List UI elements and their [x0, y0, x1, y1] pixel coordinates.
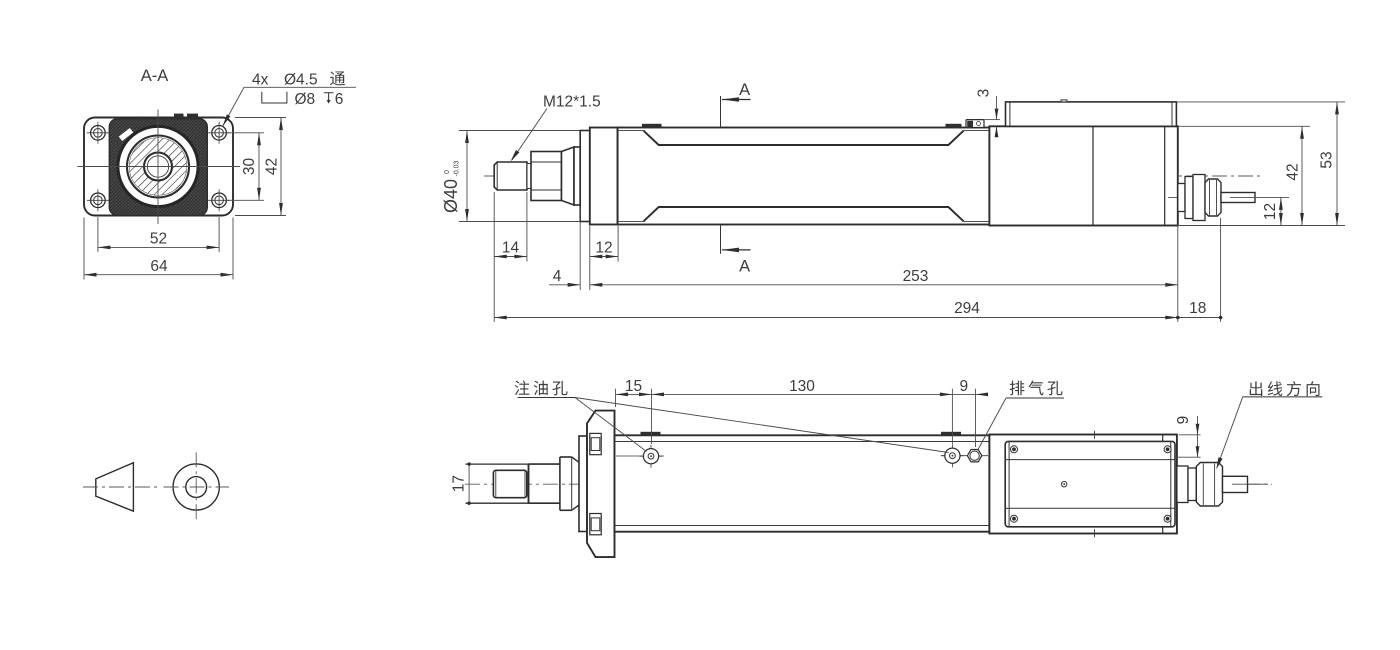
cover-screws: [1010, 445, 1172, 523]
sensor-rail-tab: [174, 113, 184, 120]
dim-oil-hole-offset: 15: [625, 378, 642, 395]
dim-flange-height: 42: [235, 117, 286, 216]
hole-count: 4x: [252, 71, 269, 88]
sensor-tab: [941, 431, 961, 436]
sensor-switch: [965, 118, 985, 129]
svg-text:0: 0: [444, 170, 451, 174]
counterbore-icon: [261, 91, 288, 104]
rod-section-hatch-ring: [129, 137, 187, 196]
dim-flange-thickness: 12: [589, 226, 619, 290]
sensor-tab: [945, 123, 962, 128]
cable-direction-label: 出线方向: [1216, 381, 1323, 470]
spacer-ring: [579, 129, 591, 223]
svg-text:294: 294: [954, 300, 980, 317]
svg-text:30: 30: [241, 158, 258, 176]
rear-block: [988, 125, 1179, 227]
svg-text:12: 12: [595, 240, 612, 257]
svg-text:53: 53: [1319, 151, 1336, 168]
svg-text:18: 18: [1189, 300, 1206, 317]
dim-vent-hole-offset: 9: [959, 378, 968, 395]
depth-icon: [323, 92, 334, 104]
dim-overall-height: 53: [1319, 101, 1339, 226]
bolt-holes: [86, 121, 231, 212]
thread-callout: M12*1.5: [510, 94, 601, 162]
hole-dia: Ø4.5: [284, 71, 318, 88]
section-view-a-a: A-A 30: [77, 67, 356, 280]
sensor-tab: [640, 431, 661, 436]
sensor-tab: [642, 123, 662, 128]
dim-body-length: 253: [589, 268, 1178, 287]
section-mark-top: A: [720, 81, 751, 127]
bottom-view: 15 130 9 17 9 注油孔: [451, 378, 1323, 559]
cbore-dia: Ø8: [295, 91, 316, 108]
oil-hole: [639, 444, 663, 468]
dim-bolt-spacing-h: 52: [97, 217, 220, 252]
svg-text:253: 253: [903, 268, 929, 285]
dim-wrench-flats: 17: [451, 462, 471, 505]
svg-text:-0.03: -0.03: [454, 160, 461, 176]
hole-callout: 4x Ø4.5 通 Ø8 6: [222, 71, 356, 127]
dim-block-height: 42: [1285, 126, 1304, 226]
oil-hole-label: 注油孔: [514, 380, 949, 453]
spacer-ring: [578, 435, 588, 533]
svg-text:Ø40: Ø40: [441, 179, 461, 213]
cylinder-tube: [616, 126, 991, 226]
dim-rod-extension: 14: [493, 192, 528, 322]
keyway-slot: [118, 127, 134, 142]
dim-bolt-spacing-v: 30: [226, 132, 264, 201]
dim-hole-chain: 15 130 9: [615, 378, 988, 447]
dim-pilot-dia: Ø40 0 -0.03: [441, 130, 469, 222]
cbore-depth: 6: [335, 91, 344, 108]
vent-hole: [966, 448, 983, 463]
dim-oil-hole-span: 130: [789, 378, 815, 395]
oil-hole: [940, 444, 964, 468]
svg-text:14: 14: [502, 240, 520, 257]
svg-text:17: 17: [451, 475, 468, 492]
svg-text:42: 42: [264, 158, 281, 175]
dim-cable-offset: 12: [1262, 197, 1283, 226]
side-view: 3 A A M12*1.5 Ø40 0: [441, 81, 1345, 322]
svg-text:M12*1.5: M12*1.5: [543, 94, 601, 111]
first-angle-projection-icon: [83, 452, 229, 522]
dim-screw-inset: 9: [1175, 416, 1201, 458]
sensor-rail-tab: [187, 113, 198, 120]
vent-hole-label: 排气孔: [977, 380, 1064, 451]
dim-sensor-height: 3: [976, 89, 1000, 138]
dim-flange-width: 64: [83, 217, 234, 280]
dim-overall-length: 294: [494, 226, 1179, 322]
svg-text:52: 52: [150, 231, 167, 248]
cylinder-tube: [613, 434, 991, 533]
svg-text:3: 3: [976, 89, 993, 98]
motor-box: [1004, 430, 1176, 538]
section-letter: A: [739, 258, 750, 276]
svg-text:42: 42: [1285, 163, 1302, 180]
front-flange: [588, 126, 619, 226]
svg-text:64: 64: [150, 258, 168, 275]
svg-text:4: 4: [553, 268, 562, 285]
svg-text:12: 12: [1262, 203, 1279, 220]
dim-gland-length: 18: [1176, 218, 1223, 322]
section-letter: A: [739, 81, 750, 99]
section-view-title: A-A: [141, 67, 169, 85]
rod-end: [465, 456, 580, 512]
rail-slot-tabs: [589, 432, 602, 536]
motor-housing: [1004, 99, 1178, 128]
piston-rod: [493, 145, 581, 207]
thru-glyph: [330, 71, 345, 86]
dim-spacer-thickness: 4: [549, 207, 581, 290]
section-mark-bottom: A: [720, 224, 751, 276]
svg-text:9: 9: [1175, 416, 1192, 425]
